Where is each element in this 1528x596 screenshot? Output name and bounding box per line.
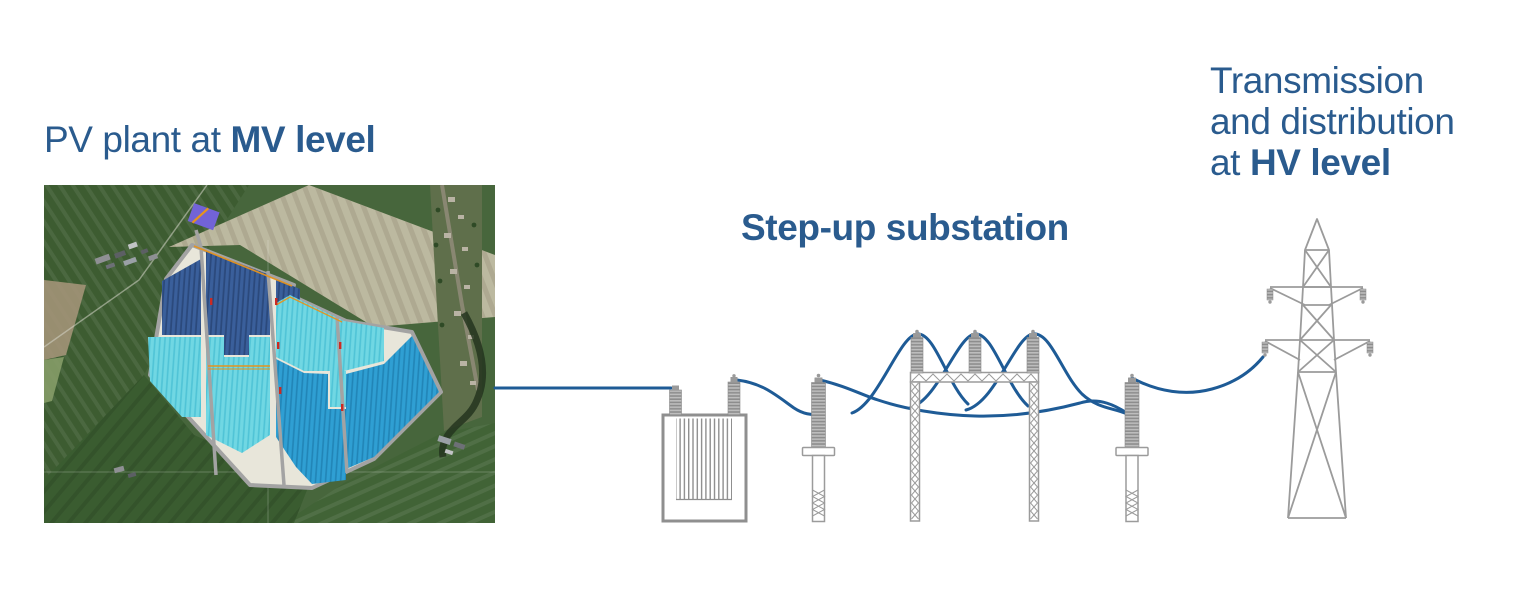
wire-substation-to-tower	[1130, 355, 1265, 394]
transformer-bushing-hv	[727, 381, 741, 416]
pv-plant-title-bold: MV level	[230, 119, 376, 160]
wire-transformer-to-arrester	[735, 378, 826, 417]
wire-through-bus	[818, 378, 1129, 418]
transmission-title-line3-prefix: at	[1210, 142, 1250, 183]
map-farm-buildings	[94, 241, 466, 478]
transmission-title-line2: and distribution	[1210, 101, 1455, 142]
pv-panels-mid-blue	[276, 336, 439, 484]
transmission-tower-icon	[1264, 218, 1371, 519]
pv-plant-title: PV plant at MV level	[44, 118, 376, 162]
map-village	[430, 185, 482, 431]
tower-insulator-lower-left	[1261, 341, 1269, 358]
plant-internal-roads	[194, 229, 349, 486]
power-line-wires	[493, 332, 1265, 418]
transformer-bushing-lv	[669, 389, 682, 416]
plant-orange-cables	[193, 245, 343, 370]
pv-plant-title-prefix: PV plant at	[44, 119, 231, 160]
transformer-icon	[661, 374, 748, 523]
tower-insulator-upper-left	[1266, 288, 1274, 305]
map-pv-plant-area	[148, 203, 443, 490]
tower-insulator-lower-right	[1366, 341, 1374, 358]
tower-insulator-upper-right	[1359, 288, 1367, 305]
plant-substation-plot	[187, 203, 220, 231]
map-road-faint	[44, 185, 208, 348]
surge-arrester-left	[801, 372, 836, 523]
pv-plant-satellite-map	[44, 185, 495, 523]
plant-red-markers	[210, 298, 344, 411]
busbar-gantry-icon	[909, 329, 1040, 522]
substation-title: Step-up substation	[741, 207, 1069, 248]
transmission-title-line3: at HV level	[1210, 142, 1490, 183]
transmission-title: Transmission and distribution at HV leve…	[1210, 60, 1490, 183]
transmission-title-line1: Transmission	[1210, 60, 1424, 101]
transmission-title-line3-bold: HV level	[1249, 142, 1391, 183]
surge-arrester-right	[1115, 372, 1149, 523]
